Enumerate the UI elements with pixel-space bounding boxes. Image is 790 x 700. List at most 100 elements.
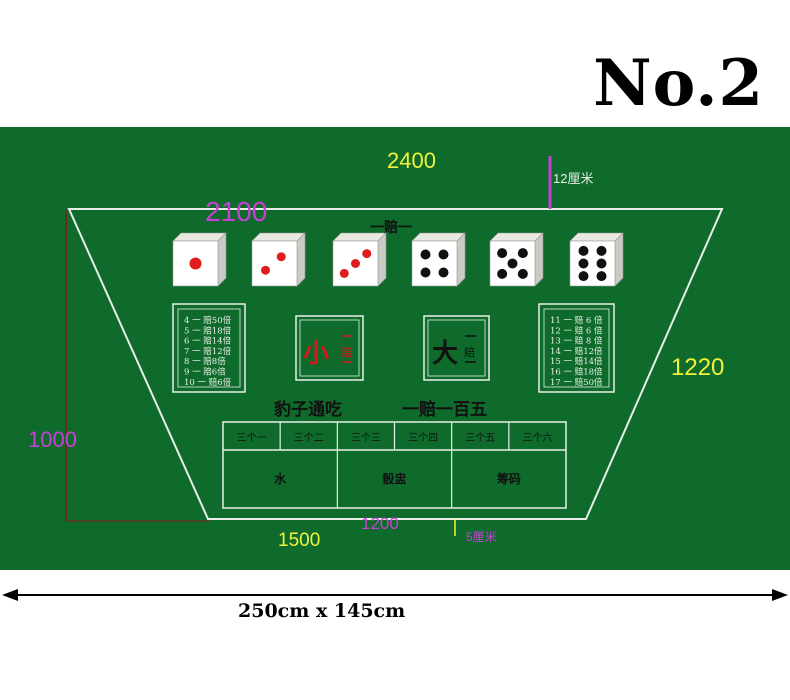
bottom-row: 水 骰盅 筹码 bbox=[274, 450, 521, 508]
die-front bbox=[251, 240, 298, 287]
die-pip bbox=[351, 259, 360, 268]
die-pip bbox=[420, 267, 431, 278]
small-bet-box bbox=[295, 315, 364, 381]
die-side bbox=[534, 232, 544, 287]
big-bet-label: 大 bbox=[432, 339, 458, 369]
payout-line: 10 一 赔6倍 bbox=[184, 377, 232, 388]
triple-cell-6: 三个六 bbox=[522, 432, 552, 444]
die-top bbox=[489, 232, 544, 242]
payout-line: 17 一 赔50倍 bbox=[550, 377, 603, 388]
die-pip bbox=[497, 248, 508, 259]
small-payout-char: 赔 bbox=[341, 345, 352, 359]
payout-line: 8 一 赔8倍 bbox=[184, 356, 226, 367]
die-pip bbox=[596, 245, 607, 256]
big-payout-vertical: 赔 bbox=[464, 335, 476, 363]
dim-bottom-outer: 1500 bbox=[278, 530, 320, 551]
overall-size-arrow bbox=[2, 589, 788, 601]
payout-box-left-inner bbox=[177, 308, 241, 388]
payout-line: 12 一 赔 6 倍 bbox=[550, 325, 603, 336]
big-payout-char: 赔 bbox=[464, 345, 475, 359]
overall-size-label: 250cm x 145cm bbox=[238, 600, 406, 622]
die-pip bbox=[578, 258, 589, 269]
die-pip bbox=[362, 249, 372, 259]
die-top bbox=[172, 232, 227, 242]
die-pip bbox=[420, 249, 431, 260]
dice-row bbox=[172, 232, 624, 287]
dim-margin-bottom: 5厘米 bbox=[466, 530, 497, 544]
die-pip bbox=[339, 268, 349, 278]
dim-top-outer: 2400 bbox=[387, 148, 436, 173]
overall-arrow-left-head bbox=[2, 589, 18, 601]
bottom-cell-2: 骰盅 bbox=[382, 471, 406, 486]
payout-box-left bbox=[172, 303, 246, 393]
triple-cell-2: 三个二 bbox=[294, 432, 324, 444]
payout-line: 7 一 赔12倍 bbox=[184, 346, 232, 357]
die-front bbox=[569, 240, 616, 287]
die-side bbox=[377, 232, 387, 287]
title: No.2 bbox=[593, 46, 764, 121]
die-side bbox=[614, 232, 624, 287]
triple-cell-5: 三个五 bbox=[465, 432, 495, 444]
die-pip bbox=[578, 271, 589, 282]
payout-line: 14 一 赔12倍 bbox=[550, 346, 603, 357]
die-pip bbox=[438, 249, 449, 260]
die-pip bbox=[578, 245, 589, 256]
bottom-cell-3: 筹码 bbox=[497, 471, 521, 486]
bottom-cell-1: 水 bbox=[274, 471, 287, 486]
payout-list-right: 11 一 赔 6 倍12 一 赔 6 倍13 一 赔 8 倍14 一 赔12倍1… bbox=[550, 315, 603, 388]
die-top bbox=[332, 232, 387, 242]
payout-line: 16 一 赔18倍 bbox=[550, 367, 603, 378]
triple-cell-4: 三个四 bbox=[408, 432, 438, 444]
die-pip bbox=[517, 248, 528, 259]
payout-line: 15 一 赔14倍 bbox=[550, 356, 603, 367]
small-bet-box-inner bbox=[299, 319, 360, 377]
overall-arrow-right-head bbox=[772, 589, 788, 601]
die-pip bbox=[596, 258, 607, 269]
triple-payout-label: 一赔一百五 bbox=[402, 399, 487, 420]
die-pip bbox=[596, 271, 607, 282]
small-bet-label: 小 bbox=[303, 339, 329, 369]
payout-line: 5 一 赔18倍 bbox=[184, 325, 232, 336]
die-side bbox=[456, 232, 466, 287]
dim-margin-top: 12厘米 bbox=[553, 171, 593, 186]
triple-cell-3: 三个三 bbox=[351, 432, 381, 444]
die-pip bbox=[517, 268, 528, 279]
die-pip bbox=[507, 258, 518, 269]
die-top bbox=[569, 232, 624, 242]
payout-line: 13 一 赔 8 倍 bbox=[550, 336, 603, 347]
payout-line: 11 一 赔 6 倍 bbox=[550, 315, 603, 326]
die-face-3 bbox=[332, 232, 387, 287]
die-face-2 bbox=[251, 232, 306, 287]
die-pip bbox=[261, 265, 270, 275]
die-front bbox=[411, 240, 458, 287]
die-face-6 bbox=[569, 232, 624, 287]
die-pip bbox=[276, 252, 286, 262]
small-payout-vertical: 赔 bbox=[341, 335, 352, 363]
die-face-5 bbox=[489, 232, 544, 287]
payout-line: 4 一 赔50倍 bbox=[184, 315, 232, 326]
die-pip bbox=[189, 257, 202, 270]
die-side bbox=[296, 232, 306, 287]
big-bet-box bbox=[423, 315, 490, 381]
betting-area-outline bbox=[67, 208, 724, 520]
payout-box-right-inner bbox=[543, 308, 610, 388]
die-top bbox=[411, 232, 466, 242]
big-bet-box-inner bbox=[427, 319, 486, 377]
triple-row: 三个一 三个二 三个三 三个四 三个五 三个六 bbox=[237, 422, 552, 450]
payout-box-right bbox=[538, 303, 615, 393]
triple-cell-1: 三个一 bbox=[237, 432, 267, 444]
dim-top-inner: 2100 bbox=[205, 196, 267, 227]
die-pip bbox=[497, 268, 508, 279]
die-pip bbox=[438, 267, 449, 278]
dim-side-left: 1000 bbox=[28, 427, 77, 452]
one-to-one-label: 一赔一 bbox=[370, 219, 412, 236]
die-face-4 bbox=[411, 232, 466, 287]
triple-takes-all-label: 豹子通吃 bbox=[273, 399, 342, 420]
dim-bottom-inner: 1200 bbox=[361, 514, 399, 533]
payout-line: 9 一 赔6倍 bbox=[184, 367, 226, 378]
payout-line: 6 一 赔14倍 bbox=[184, 336, 232, 347]
die-face-1 bbox=[172, 232, 227, 287]
dim-side-right: 1220 bbox=[671, 354, 724, 381]
